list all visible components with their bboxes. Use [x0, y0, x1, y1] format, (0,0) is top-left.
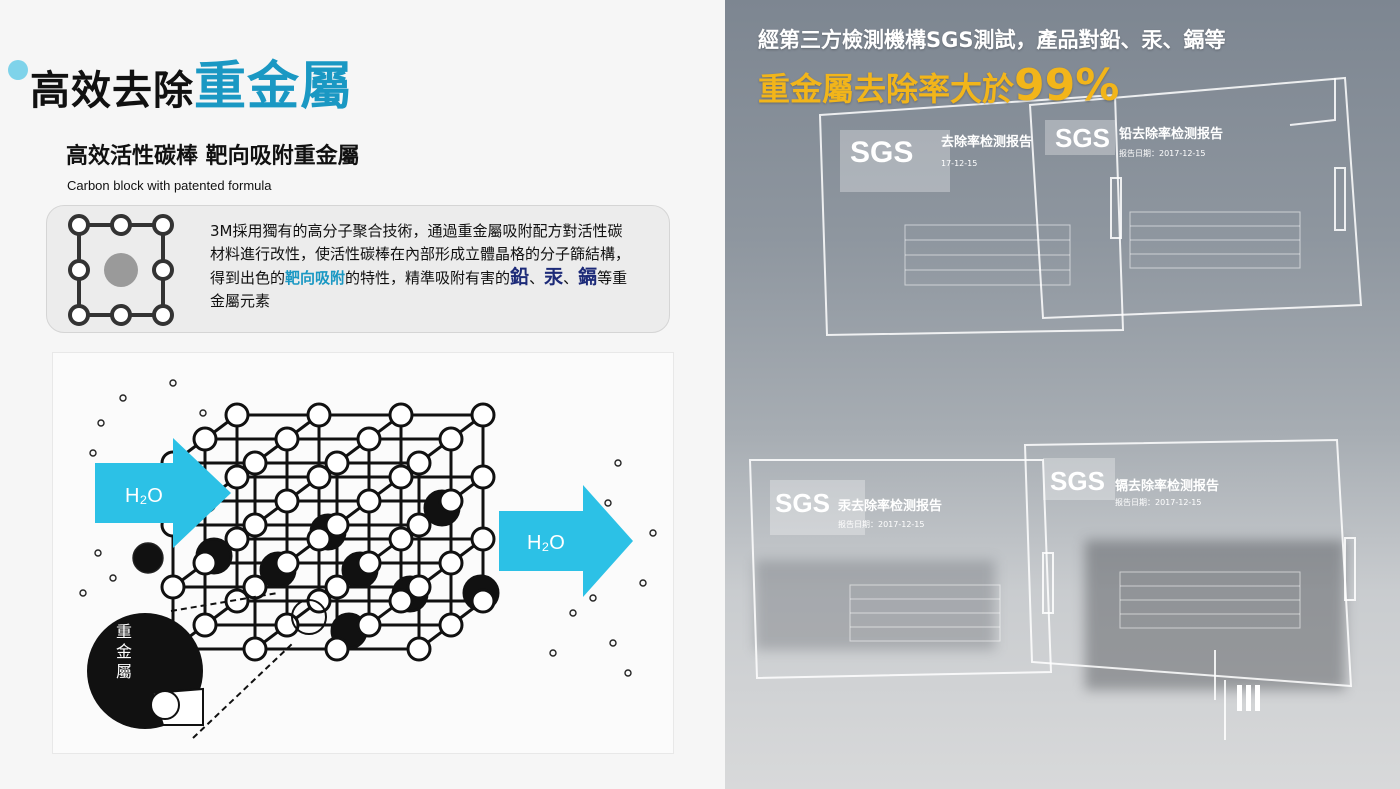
magnifier-lens: 重 金 屬: [87, 613, 204, 729]
lattice-illustration: H₂O H₂O 重 金 屬: [52, 352, 674, 754]
report-title-4: 镉去除率检测报告: [1115, 478, 1219, 494]
molecule-grid-icon: [68, 214, 174, 326]
sgs-logo-2: SGS: [1055, 123, 1110, 153]
section-subheading-en: Carbon block with patented formula: [67, 178, 272, 193]
metal-mercury: 汞: [544, 266, 564, 288]
lens-label-3: 屬: [116, 662, 132, 681]
lattice-svg: H₂O H₂O 重 金 屬: [79, 379, 657, 739]
water-in-arrow: [95, 438, 231, 548]
separator-1: 、: [529, 269, 545, 287]
sgs-report-overlay: SGS 去除率检测报告 17-12-15 SGS 铅去除率检测报告 报告日期：2…: [748, 76, 1363, 740]
separator-2: 、: [563, 269, 579, 287]
lens-label-1: 重: [116, 622, 132, 641]
report-title-2: 铅去除率检测报告: [1119, 126, 1223, 142]
section-heading: 高效活性碳棒 靶向吸附重金屬: [66, 144, 360, 169]
desc-text-2: 的特性，精準吸附有害的: [345, 269, 511, 287]
removal-rate-text: 重金屬去除率大於99%: [758, 60, 1119, 111]
right-panel: [725, 0, 1400, 789]
report-date-4: 报告日期：2017-12-15: [1115, 497, 1202, 507]
removal-rate-value: 99%: [1014, 60, 1120, 111]
water-out-arrow: [499, 485, 633, 597]
desc-keyword: 靶向吸附: [285, 269, 346, 287]
sgs-logo-4: SGS: [1050, 466, 1105, 496]
report-date-2: 报告日期：2017-12-15: [1119, 148, 1206, 158]
report-title-3: 汞去除率检测报告: [838, 498, 942, 514]
report-date-3: 报告日期：2017-12-15: [838, 519, 925, 529]
feature-card: [46, 205, 670, 333]
title-highlight: 重金屬: [194, 57, 354, 117]
page-title: 高效去除重金屬: [30, 44, 353, 119]
water-in-label: H₂O: [125, 485, 163, 507]
feature-description: 3M採用獨有的高分子聚合技術，通過重金屬吸附配方對活性碳材料進行改性，使活性碳棒…: [210, 220, 630, 313]
report-date-1: 17-12-15: [941, 159, 977, 168]
title-bullet-dot: [8, 60, 28, 80]
water-out-label: H₂O: [527, 532, 565, 554]
sgs-logo-3: SGS: [775, 488, 830, 518]
desc-text-3: 等重金屬元素: [210, 269, 628, 310]
removal-rate-label: 重金屬去除率大於: [758, 70, 1015, 108]
metal-cadmium: 鎘: [578, 266, 598, 288]
metal-lead: 鉛: [510, 266, 530, 288]
title-prefix: 高效去除: [30, 68, 194, 114]
report-title-1: 去除率检测报告: [941, 134, 1032, 150]
desc-text-1: 3M採用獨有的高分子聚合技術，通過重金屬吸附配方對活性碳材料進行改性，使活性碳棒…: [210, 222, 631, 287]
lens-label-2: 金: [116, 642, 132, 661]
sgs-claim-text: 經第三方檢測機構SGS測試，產品對鉛、汞、鎘等: [758, 28, 1226, 52]
sgs-logo-1: SGS: [850, 136, 913, 169]
